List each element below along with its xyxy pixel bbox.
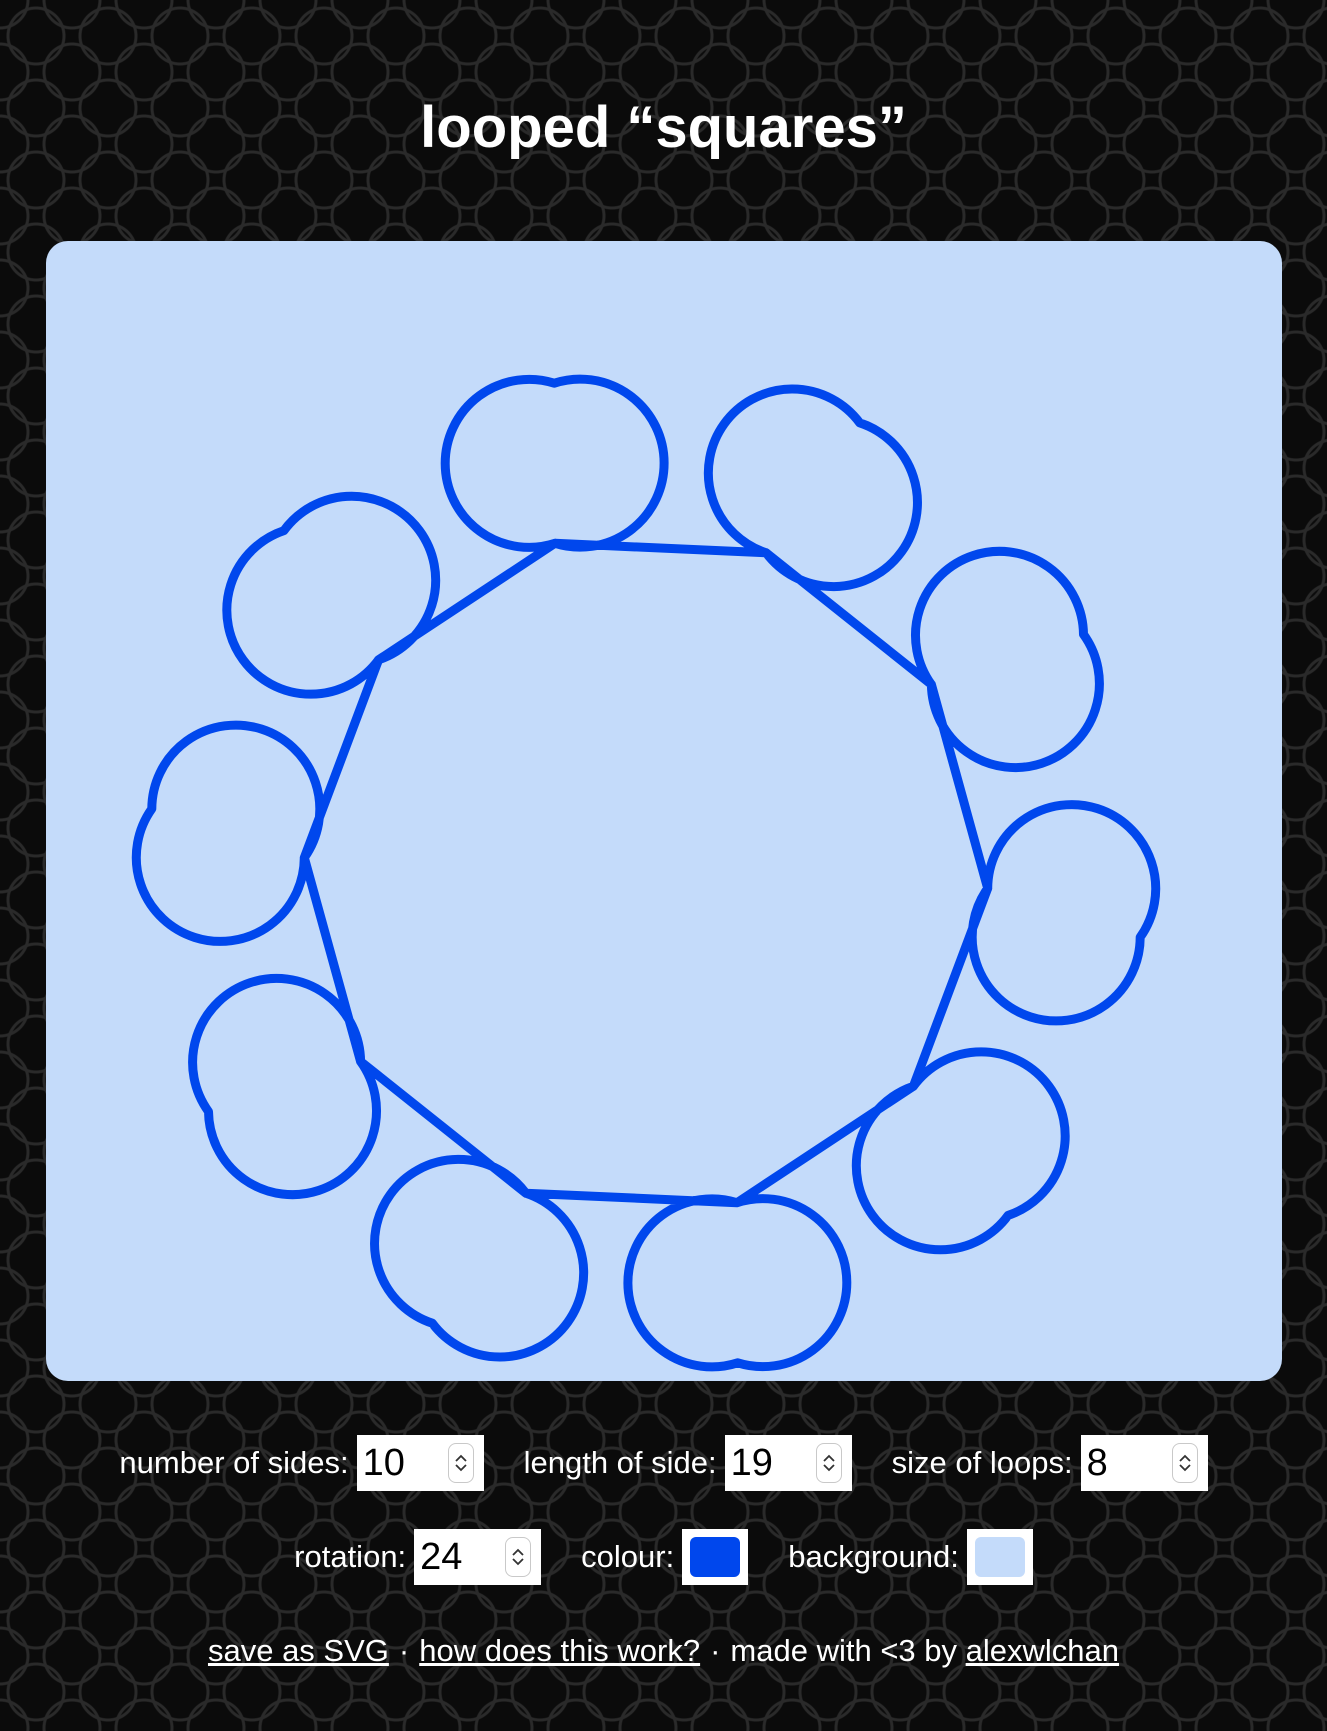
loops-input[interactable]: 8 — [1080, 1435, 1208, 1491]
drawing-canvas — [46, 241, 1282, 1381]
rotation-stepper[interactable] — [505, 1537, 532, 1577]
footer: save as SVG · how does this work? · made wit… — [0, 1633, 1327, 1669]
looped-polygon-drawing — [46, 241, 1282, 1381]
background-control: background: — [788, 1529, 1033, 1585]
chevron-down-icon[interactable] — [1178, 1463, 1192, 1473]
length-stepper[interactable] — [815, 1443, 842, 1483]
background-label: background: — [788, 1539, 959, 1574]
chevron-down-icon[interactable] — [454, 1463, 468, 1473]
rotation-label: rotation: — [294, 1539, 407, 1574]
loops-control: size of loops: 8 — [892, 1435, 1208, 1491]
loops-stepper[interactable] — [1171, 1443, 1198, 1483]
drawing-background — [46, 241, 1282, 1381]
loops-label: size of loops: — [891, 1445, 1073, 1480]
chevron-up-icon[interactable] — [511, 1547, 525, 1557]
background-picker[interactable] — [966, 1529, 1033, 1585]
looped-polygon-path — [131, 374, 1161, 1372]
colour-picker[interactable] — [682, 1529, 749, 1585]
loops-value: 8 — [1086, 1441, 1108, 1484]
rotation-control: rotation: 24 — [294, 1529, 542, 1585]
made-with-text: made with <3 by — [730, 1633, 958, 1668]
length-value: 19 — [730, 1441, 773, 1484]
page-title: looped “squares” — [420, 95, 907, 160]
colour-swatch-fill — [690, 1537, 741, 1577]
sides-value: 10 — [362, 1441, 405, 1484]
controls-row-2: rotation: 24 colour: background: — [0, 1527, 1327, 1587]
length-input[interactable]: 19 — [724, 1435, 852, 1491]
length-label: length of side: — [523, 1445, 717, 1480]
footer-separator: · — [398, 1633, 410, 1668]
chevron-down-icon[interactable] — [822, 1463, 836, 1473]
chevron-down-icon[interactable] — [511, 1557, 525, 1567]
how-it-works-link[interactable]: how does this work? — [419, 1633, 701, 1668]
rotation-value: 24 — [420, 1535, 463, 1578]
length-control: length of side: 19 — [524, 1435, 852, 1491]
sides-label: number of sides: — [119, 1445, 349, 1480]
footer-separator: · — [710, 1633, 721, 1668]
chevron-up-icon[interactable] — [1178, 1453, 1192, 1463]
chevron-up-icon[interactable] — [454, 1453, 468, 1463]
rotation-input[interactable]: 24 — [414, 1529, 542, 1585]
chevron-up-icon[interactable] — [822, 1453, 836, 1463]
save-svg-link[interactable]: save as SVG — [207, 1633, 389, 1668]
author-link[interactable]: alexwlchan — [965, 1633, 1120, 1668]
sides-input[interactable]: 10 — [356, 1435, 484, 1491]
controls-row-1: number of sides: 10 length of side: 19 s… — [0, 1433, 1327, 1493]
colour-label: colour: — [581, 1539, 675, 1574]
sides-control: number of sides: 10 — [119, 1435, 484, 1491]
colour-control: colour: — [581, 1529, 749, 1585]
sides-stepper[interactable] — [447, 1443, 474, 1483]
background-swatch-fill — [974, 1537, 1025, 1577]
